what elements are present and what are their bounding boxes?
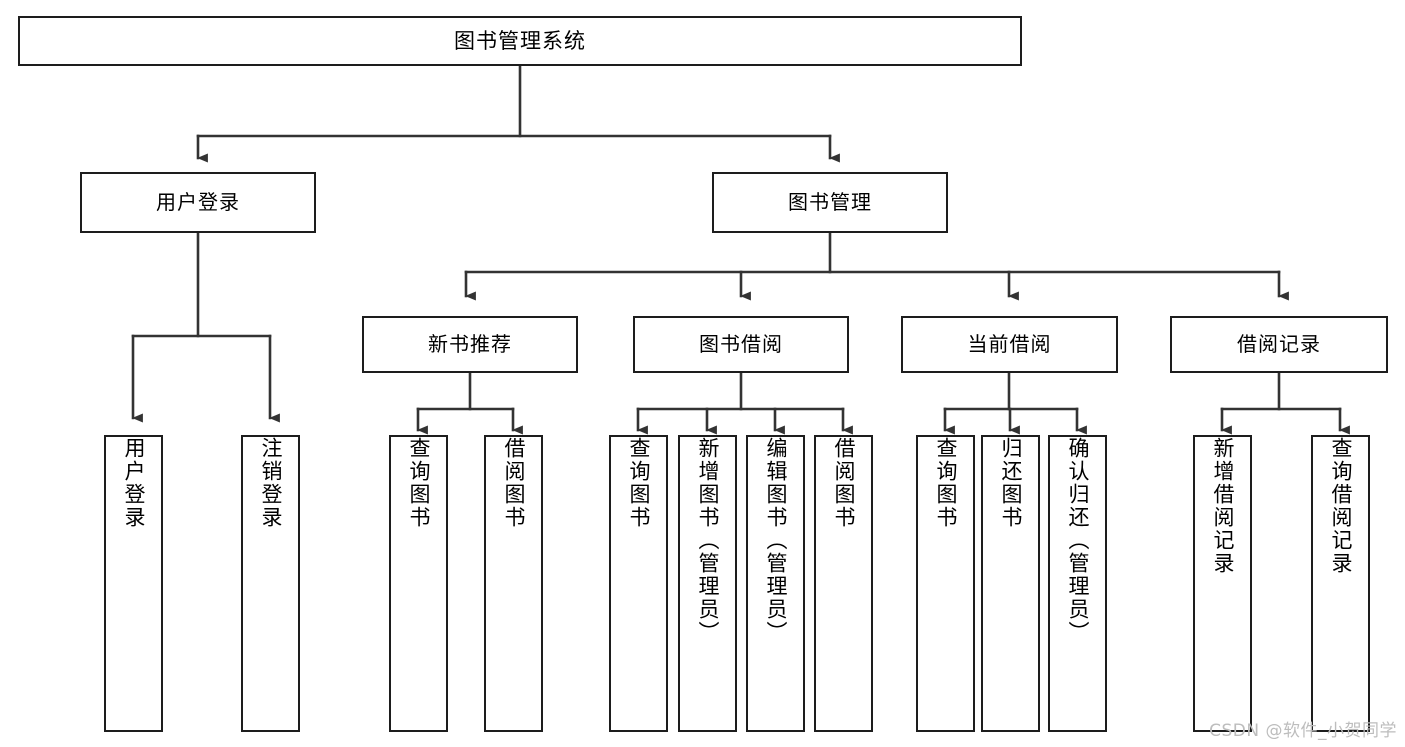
- node-root-system-label: 图书管理系统: [454, 28, 586, 53]
- node-user-login[interactable]: 用户登录: [80, 172, 316, 233]
- leaf-book-borrow-query-book[interactable]: 查询图书: [609, 435, 668, 732]
- leaf-book-borrow-borrow-book[interactable]: 借阅图书: [814, 435, 873, 732]
- node-root-system[interactable]: 图书管理系统: [18, 16, 1022, 66]
- leaf-current-borrow-query-book-label: 查询图书: [934, 437, 958, 529]
- leaf-book-borrow-query-book-label: 查询图书: [627, 437, 651, 529]
- leaf-current-borrow-return-book-label: 归还图书: [999, 437, 1023, 529]
- node-book-management-label: 图书管理: [788, 189, 872, 214]
- leaf-current-borrow-return-book[interactable]: 归还图书: [981, 435, 1040, 732]
- leaf-new-book-query-book[interactable]: 查询图书: [389, 435, 448, 732]
- leaf-user-login-login-label: 用户登录: [122, 437, 146, 529]
- leaf-book-borrow-add-book-label: 新增图书（管理员）: [696, 437, 720, 644]
- node-current-borrow-label: 当前借阅: [967, 331, 1052, 356]
- leaf-book-borrow-edit-book-label: 编辑图书（管理员）: [764, 437, 788, 644]
- leaf-current-borrow-confirm-return-label: 确认归还（管理员）: [1066, 437, 1090, 644]
- node-book-borrow-label: 图书借阅: [699, 331, 783, 356]
- node-new-book-recommend-label: 新书推荐: [428, 331, 512, 356]
- leaf-borrow-record-query-record-label: 查询借阅记录: [1329, 437, 1353, 575]
- leaf-user-login-login[interactable]: 用户登录: [104, 435, 163, 732]
- leaf-new-book-borrow-book-label: 借阅图书: [502, 437, 526, 529]
- node-book-borrow[interactable]: 图书借阅: [633, 316, 849, 373]
- node-borrow-record[interactable]: 借阅记录: [1170, 316, 1388, 373]
- leaf-current-borrow-confirm-return[interactable]: 确认归还（管理员）: [1048, 435, 1107, 732]
- csdn-watermark: CSDN @软件_小贺同学: [1209, 721, 1397, 741]
- leaf-new-book-query-book-label: 查询图书: [407, 437, 431, 529]
- node-current-borrow[interactable]: 当前借阅: [901, 316, 1118, 373]
- node-borrow-record-label: 借阅记录: [1237, 331, 1321, 356]
- leaf-new-book-borrow-book[interactable]: 借阅图书: [484, 435, 543, 732]
- leaf-borrow-record-add-record[interactable]: 新增借阅记录: [1193, 435, 1252, 732]
- node-book-management[interactable]: 图书管理: [712, 172, 948, 233]
- node-new-book-recommend[interactable]: 新书推荐: [362, 316, 578, 373]
- leaf-book-borrow-borrow-book-label: 借阅图书: [832, 437, 856, 529]
- node-user-login-label: 用户登录: [156, 189, 240, 214]
- leaf-user-login-logout[interactable]: 注销登录: [241, 435, 300, 732]
- leaf-borrow-record-add-record-label: 新增借阅记录: [1211, 437, 1235, 575]
- leaf-user-login-logout-label: 注销登录: [259, 437, 283, 529]
- leaf-book-borrow-add-book[interactable]: 新增图书（管理员）: [678, 435, 737, 732]
- leaf-book-borrow-edit-book[interactable]: 编辑图书（管理员）: [746, 435, 805, 732]
- leaf-borrow-record-query-record[interactable]: 查询借阅记录: [1311, 435, 1370, 732]
- leaf-current-borrow-query-book[interactable]: 查询图书: [916, 435, 975, 732]
